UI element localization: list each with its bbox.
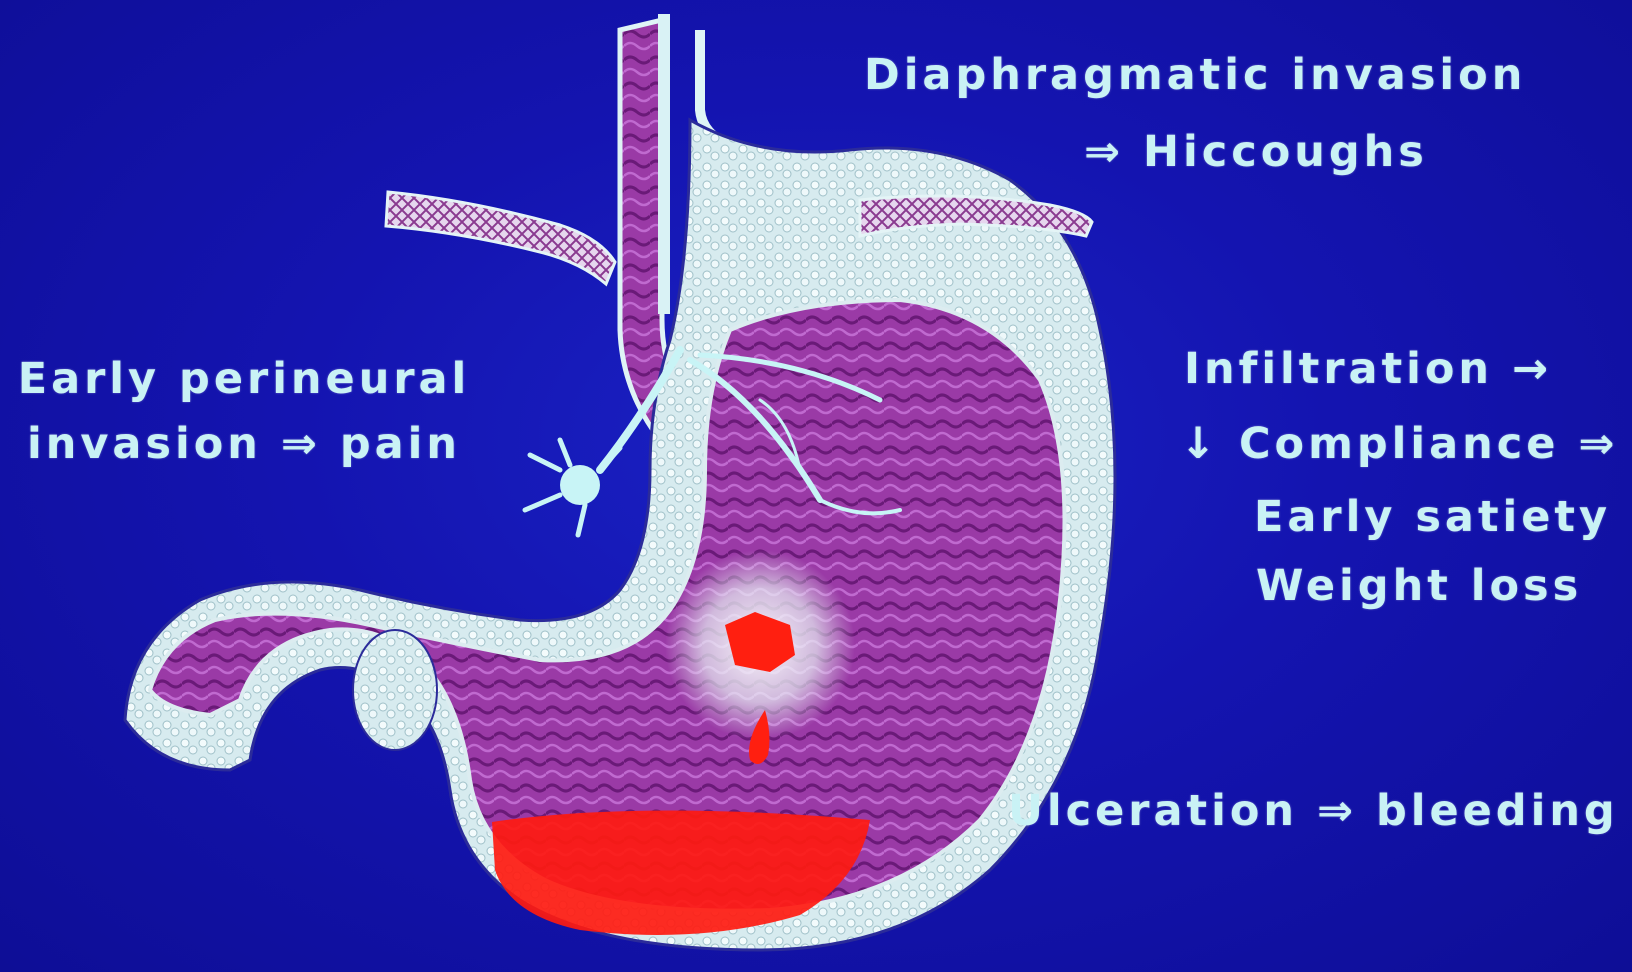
ulceration-line1: Ulceration ⇒ bleeding (1008, 790, 1608, 833)
perineural-line1: Early perineural (14, 358, 474, 401)
perineural-annotation: Early perineural invasion ⇒ pain (14, 358, 474, 466)
perineural-line2: invasion ⇒ pain (14, 423, 474, 466)
infiltration-annotation: Infiltration → ↓ Compliance ⇒ Early sati… (1180, 348, 1620, 608)
pylorus (353, 630, 437, 750)
infiltration-line2: ↓ Compliance ⇒ (1180, 423, 1620, 466)
diaphragm-annotation: Diaphragmatic invasion ⇒ Hiccoughs (864, 54, 1516, 174)
infiltration-line3: Early satiety (1180, 496, 1620, 539)
nerve-ganglion (525, 440, 620, 535)
diaphragm-line2: ⇒ Hiccoughs (864, 131, 1516, 174)
diaphragm-line1: Diaphragmatic invasion (864, 54, 1516, 97)
ulceration-annotation: Ulceration ⇒ bleeding (1008, 790, 1608, 833)
infiltration-line4: Weight loss (1180, 565, 1620, 608)
diaphragm-left-band (386, 192, 615, 284)
infiltration-line1: Infiltration → (1180, 348, 1620, 391)
